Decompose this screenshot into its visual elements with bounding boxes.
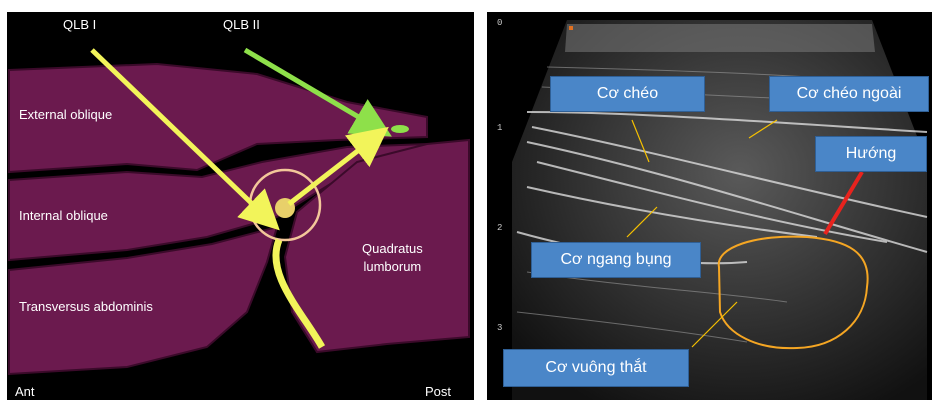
anatomy-diagram-panel: QLB I QLB II External oblique Internal o… — [7, 12, 474, 400]
ultrasound-image — [487, 12, 932, 400]
qlb2-dot — [391, 125, 409, 133]
external-oblique-label: External oblique — [19, 107, 112, 122]
callout-co-cheo-ngoai: Cơ chéo ngoài — [769, 76, 929, 112]
depth-mark-0: 0 — [497, 18, 502, 28]
callout-co-vuong-that: Cơ vuông thắt — [503, 349, 689, 387]
transversus-label: Transversus abdominis — [19, 299, 153, 314]
ant-label: Ant — [15, 384, 35, 399]
ultrasound-panel: 0 1 2 3 Cơ chéo Cơ chéo ngoài Hướng Cơ n… — [487, 12, 932, 400]
callout-co-ngang-bung: Cơ ngang bụng — [531, 242, 701, 278]
post-label: Post — [425, 384, 451, 399]
callout-co-cheo: Cơ chéo — [550, 76, 705, 112]
depth-mark-2: 2 — [497, 223, 502, 233]
internal-oblique-label: Internal oblique — [19, 208, 108, 223]
quadratus-label: Quadratus lumborum — [362, 240, 423, 276]
depth-mark-1: 1 — [497, 123, 502, 133]
anatomy-drawing — [7, 12, 474, 400]
qlb2-label: QLB II — [223, 17, 260, 32]
depth-mark-3: 3 — [497, 323, 502, 333]
qlb1-label: QLB I — [63, 17, 96, 32]
callout-huong: Hướng — [815, 136, 927, 172]
